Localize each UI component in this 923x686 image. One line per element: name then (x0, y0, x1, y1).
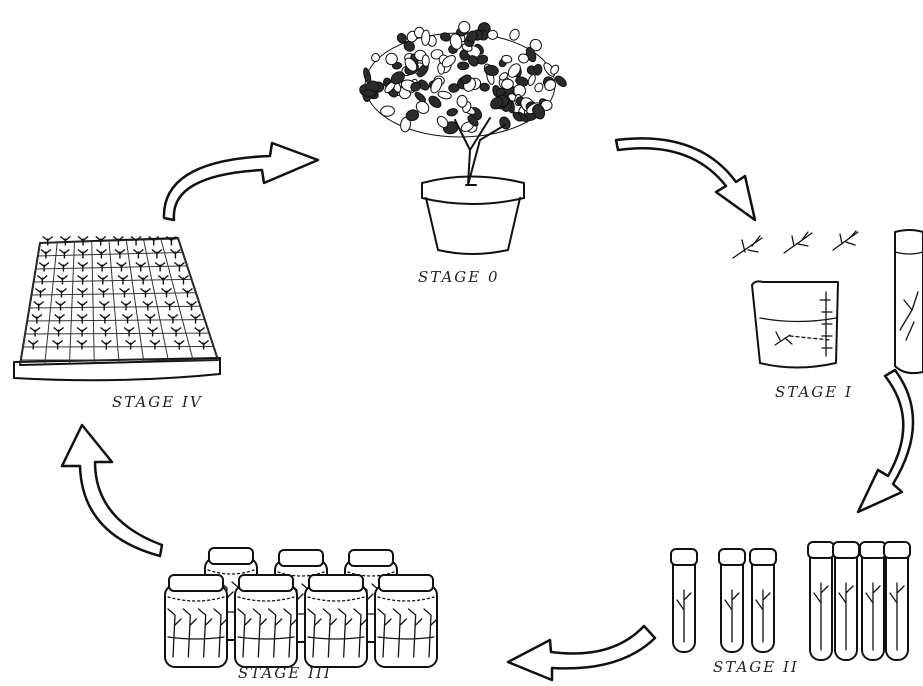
acclimatization-tray-illustration (13, 235, 221, 382)
arrow-stage0-to-stage1 (614, 137, 757, 222)
explant-culture-illustration (732, 229, 923, 375)
stage-3-label: STAGE III (238, 664, 332, 682)
arrow-stage1-to-stage2 (856, 368, 915, 514)
potted-plant-illustration (359, 20, 567, 255)
stage-2-label: STAGE II (713, 658, 799, 676)
arrow-stage4-to-stage0 (162, 141, 320, 222)
multiplication-tubes-illustration (670, 541, 911, 661)
stage-1-label: STAGE I (775, 383, 853, 401)
arrow-stage3-to-stage4 (60, 423, 164, 558)
stage-4-label: STAGE IV (112, 393, 203, 411)
arrow-stage2-to-stage3 (506, 624, 657, 682)
stage-0-label: STAGE 0 (418, 268, 500, 286)
rooting-jars-illustration (164, 547, 438, 668)
